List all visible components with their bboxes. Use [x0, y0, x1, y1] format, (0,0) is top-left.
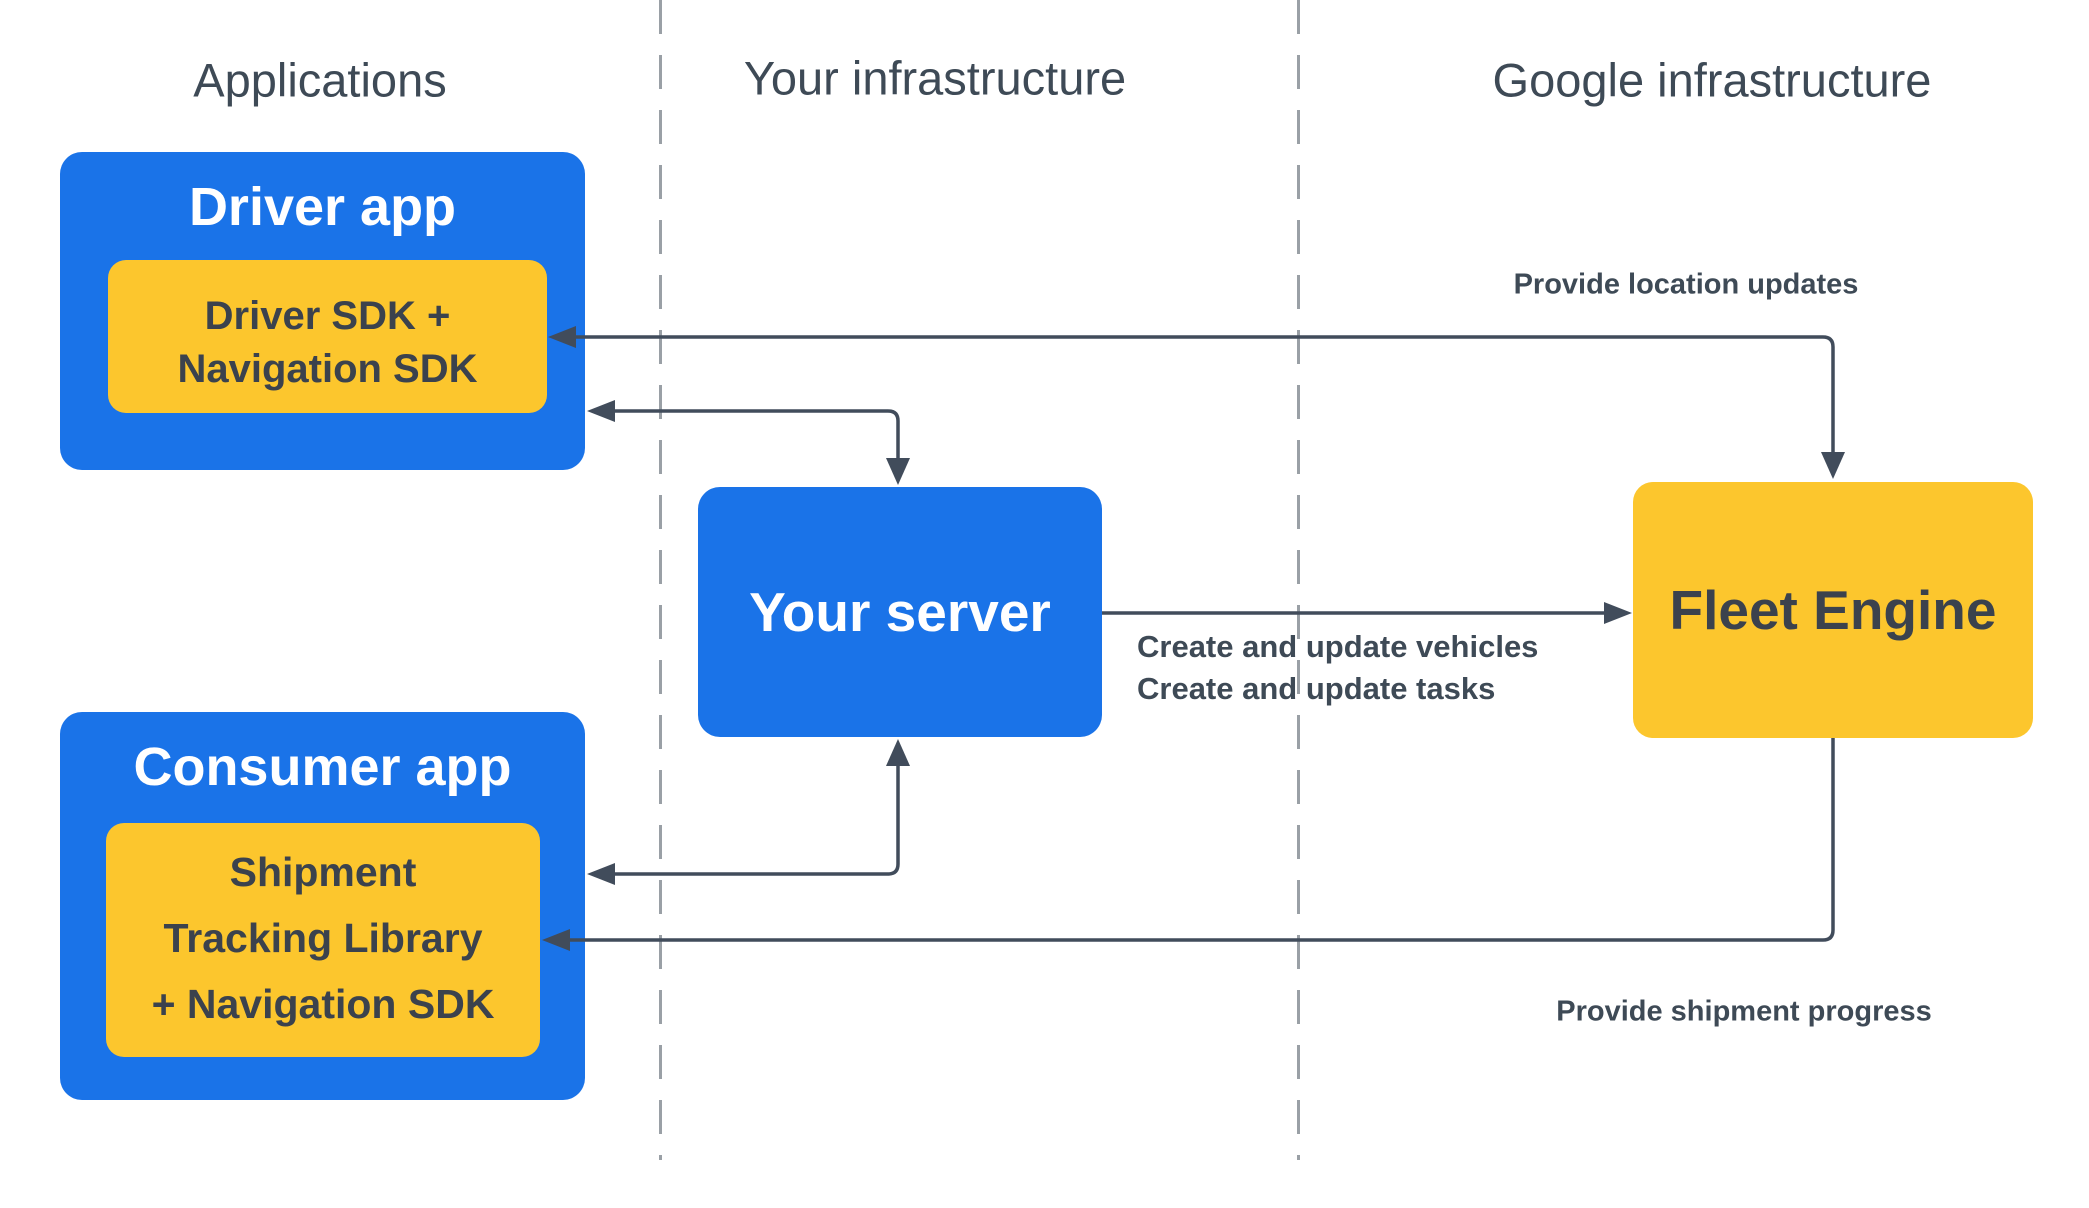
arrow-label-provide-shipment-progress: Provide shipment progress: [1556, 995, 1932, 1028]
arrow-driver-app-your-server-line: [614, 409, 900, 458]
arrow-label-create-tasks: Create and update tasks: [1137, 671, 1496, 706]
node-fleet-engine: Fleet Engine: [1633, 482, 2033, 738]
fleet-engine-title: Fleet Engine: [1669, 579, 1997, 641]
arrowhead-into-driver-app-icon: [587, 400, 615, 422]
arrow-location-updates-line: [576, 335, 1835, 452]
arrow-label-create-update: Create and update vehicles Create and up…: [1137, 626, 1538, 710]
shipment-lib-label-line: Tracking Library: [163, 915, 483, 961]
arrow-shipment-progress-line: [570, 738, 1835, 942]
driver-app-title: Driver app: [188, 177, 457, 237]
node-your-server: Your server: [698, 487, 1102, 737]
arrowhead-into-your-server-top-icon: [886, 458, 910, 485]
column-header-your-infrastructure: Your infrastructure: [743, 51, 1127, 105]
node-driver-app: Driver app Driver SDK + Navigation SDK: [60, 152, 585, 470]
column-divider-left: [659, 0, 662, 1160]
node-consumer-app: Consumer app Shipment Tracking Library +…: [60, 712, 585, 1100]
column-divider-right: [1297, 0, 1300, 1160]
driver-sdk-label-line: Navigation SDK: [177, 347, 478, 391]
arrowhead-into-fleet-engine-left-icon: [1604, 602, 1632, 624]
arrowhead-into-your-server-bottom-icon: [886, 739, 910, 766]
column-header-google-infrastructure: Google infrastructure: [1492, 53, 1932, 107]
node-shipment-tracking-library: Shipment Tracking Library + Navigation S…: [106, 823, 540, 1057]
shipment-lib-label-line: + Navigation SDK: [151, 981, 495, 1027]
node-driver-sdk: Driver SDK + Navigation SDK: [108, 260, 547, 413]
arrow-consumer-app-your-server-line: [614, 765, 900, 876]
arrowhead-into-fleet-engine-top-icon: [1821, 452, 1845, 479]
shipment-lib-label-line: Shipment: [229, 849, 417, 895]
consumer-app-title: Consumer app: [133, 737, 512, 797]
your-server-title: Your server: [749, 581, 1051, 643]
arrow-label-create-vehicles: Create and update vehicles: [1137, 629, 1539, 664]
driver-sdk-label-line: Driver SDK +: [204, 294, 451, 338]
arrowhead-into-consumer-app-icon: [587, 863, 615, 885]
arrow-label-provide-location-updates: Provide location updates: [1513, 268, 1859, 301]
column-header-applications: Applications: [193, 53, 447, 107]
